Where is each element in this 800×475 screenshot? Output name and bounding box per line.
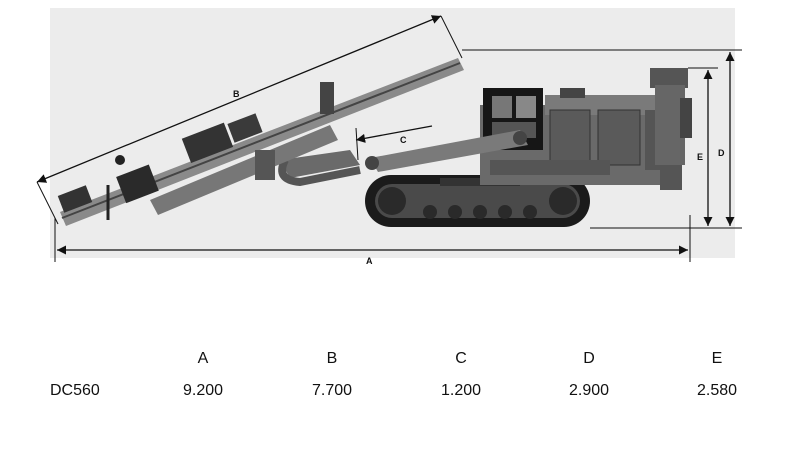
spec-value-d: 2.900	[568, 382, 610, 399]
rear-unit	[650, 68, 692, 190]
dimension-label-c: C	[400, 135, 407, 145]
dimension-spec-table: A B C D E DC560 9.200 7.700 1.200 2.900 …	[0, 340, 800, 408]
dimension-b: B	[36, 15, 463, 225]
dimension-label-b: B	[233, 89, 240, 99]
spec-header-d: D	[583, 350, 595, 367]
spec-value-a: 9.200	[182, 382, 224, 399]
dimension-d: D	[462, 49, 742, 229]
spec-header-a: A	[197, 350, 209, 367]
spec-row-dc560: DC560 9.200 7.700 1.200 2.900 2.580	[0, 382, 800, 416]
dimension-label-e: E	[697, 152, 703, 162]
dimension-label-a: A	[366, 256, 373, 266]
spec-header-row: A B C D E	[0, 350, 800, 384]
drill-rig-diagram: A B C D E	[36, 8, 742, 266]
spec-header-e: E	[711, 350, 723, 367]
spec-model-name: DC560	[50, 382, 100, 399]
dimension-a: A	[54, 215, 691, 266]
spec-header-c: C	[455, 350, 467, 367]
spec-header-b: B	[326, 350, 338, 367]
spec-value-e: 2.580	[696, 382, 738, 399]
dimension-label-d: D	[718, 148, 725, 158]
spec-value-b: 7.700	[311, 382, 353, 399]
machine-body	[480, 88, 670, 185]
spec-value-c: 1.200	[440, 382, 482, 399]
dimension-c: C	[355, 125, 433, 161]
dimension-e: E	[688, 67, 718, 226]
